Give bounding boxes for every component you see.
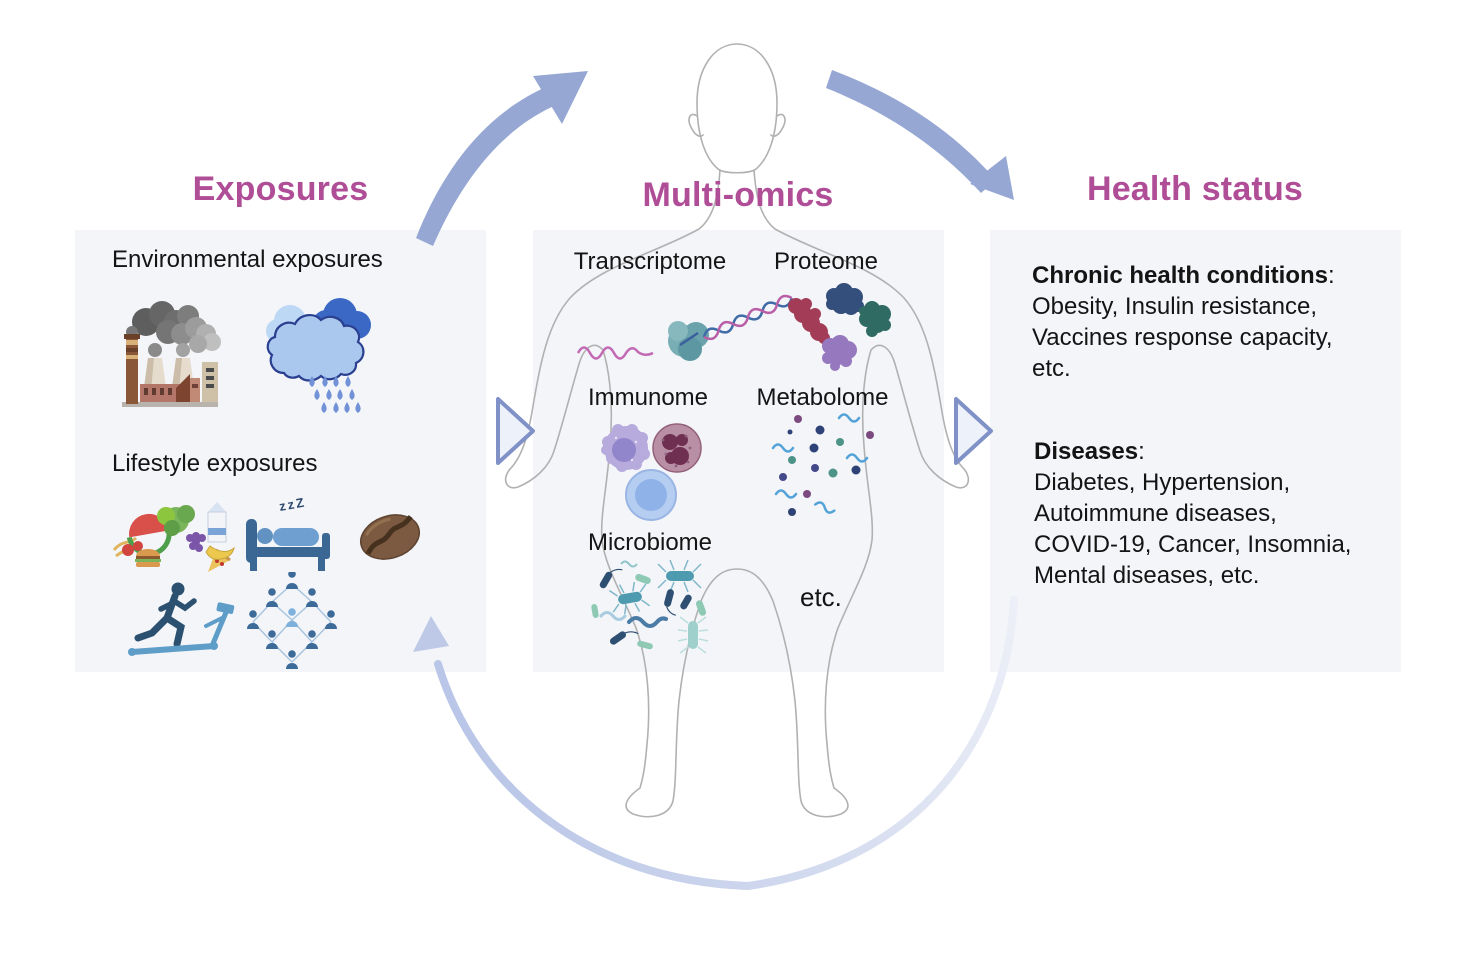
exposures-to-multiomics-arrow (416, 71, 588, 246)
protein-blobs-icon (788, 283, 891, 371)
coffee-bean-icon (359, 514, 421, 560)
silhouette-head (696, 43, 778, 174)
silhouette-left-ear (688, 113, 704, 137)
diseases-block: Diseases: Diabetes, Hypertension, Autoim… (1034, 436, 1384, 591)
health-title: Health status (1086, 170, 1304, 208)
exposures-panel (75, 230, 486, 672)
multiomics-title: Multi-omics (642, 176, 834, 214)
health-panel (990, 230, 1401, 672)
diseases-colon: : (1138, 438, 1145, 465)
silhouette-right-ear (770, 113, 786, 137)
social-network-icon (247, 572, 337, 669)
lifestyle-exposures-label: Lifestyle exposures (112, 450, 318, 477)
chronic-conditions-line: etc. (1032, 355, 1071, 382)
bacteria-microbiome-icon (591, 559, 709, 654)
multiomics-etc-label: etc. (800, 582, 842, 612)
diseases-line: Mental diseases, etc. (1034, 562, 1260, 589)
chronic-conditions-heading: Chronic health conditions: (1032, 260, 1382, 291)
immunome-label: Immunome (587, 384, 709, 411)
diseases-line: Autoimmune diseases, (1034, 500, 1277, 527)
sleeping-bed-icon: zzZ (246, 495, 330, 571)
chronic-conditions-heading-text: Chronic health conditions (1032, 262, 1329, 289)
immune-cells-icon (601, 423, 702, 521)
proteome-label: Proteome (773, 248, 879, 275)
chronic-conditions-line: Vaccines response capacity, (1032, 324, 1333, 351)
exposures-title: Exposures (192, 170, 369, 208)
transcriptome-label: Transcriptome (573, 248, 727, 275)
environmental-exposures-label: Environmental exposures (112, 246, 383, 273)
diseases-heading: Diseases: (1034, 436, 1384, 467)
rain-clouds-icon (266, 298, 371, 413)
right-triangle-arrow (954, 397, 993, 465)
factory-pollution-icon (122, 301, 221, 407)
microbiome-label: Microbiome (587, 529, 713, 556)
chronic-conditions-colon: : (1328, 262, 1335, 289)
chronic-conditions-block: Chronic health conditions: Obesity, Insu… (1032, 260, 1382, 384)
rna-transcript-icon (576, 294, 793, 361)
sleep-zzz-text: zzZ (278, 495, 307, 514)
metabolite-molecules-icon (771, 413, 874, 516)
diseases-line: COVID-19, Cancer, Insomnia, (1034, 531, 1352, 558)
diseases-heading-text: Diseases (1034, 438, 1139, 465)
chronic-conditions-line: Obesity, Insulin resistance, (1032, 293, 1318, 320)
healthy-food-icon (112, 502, 235, 572)
diseases-line: Diabetes, Hypertension, (1034, 469, 1291, 496)
treadmill-runner-icon (128, 582, 235, 656)
left-triangle-arrow (496, 397, 535, 465)
